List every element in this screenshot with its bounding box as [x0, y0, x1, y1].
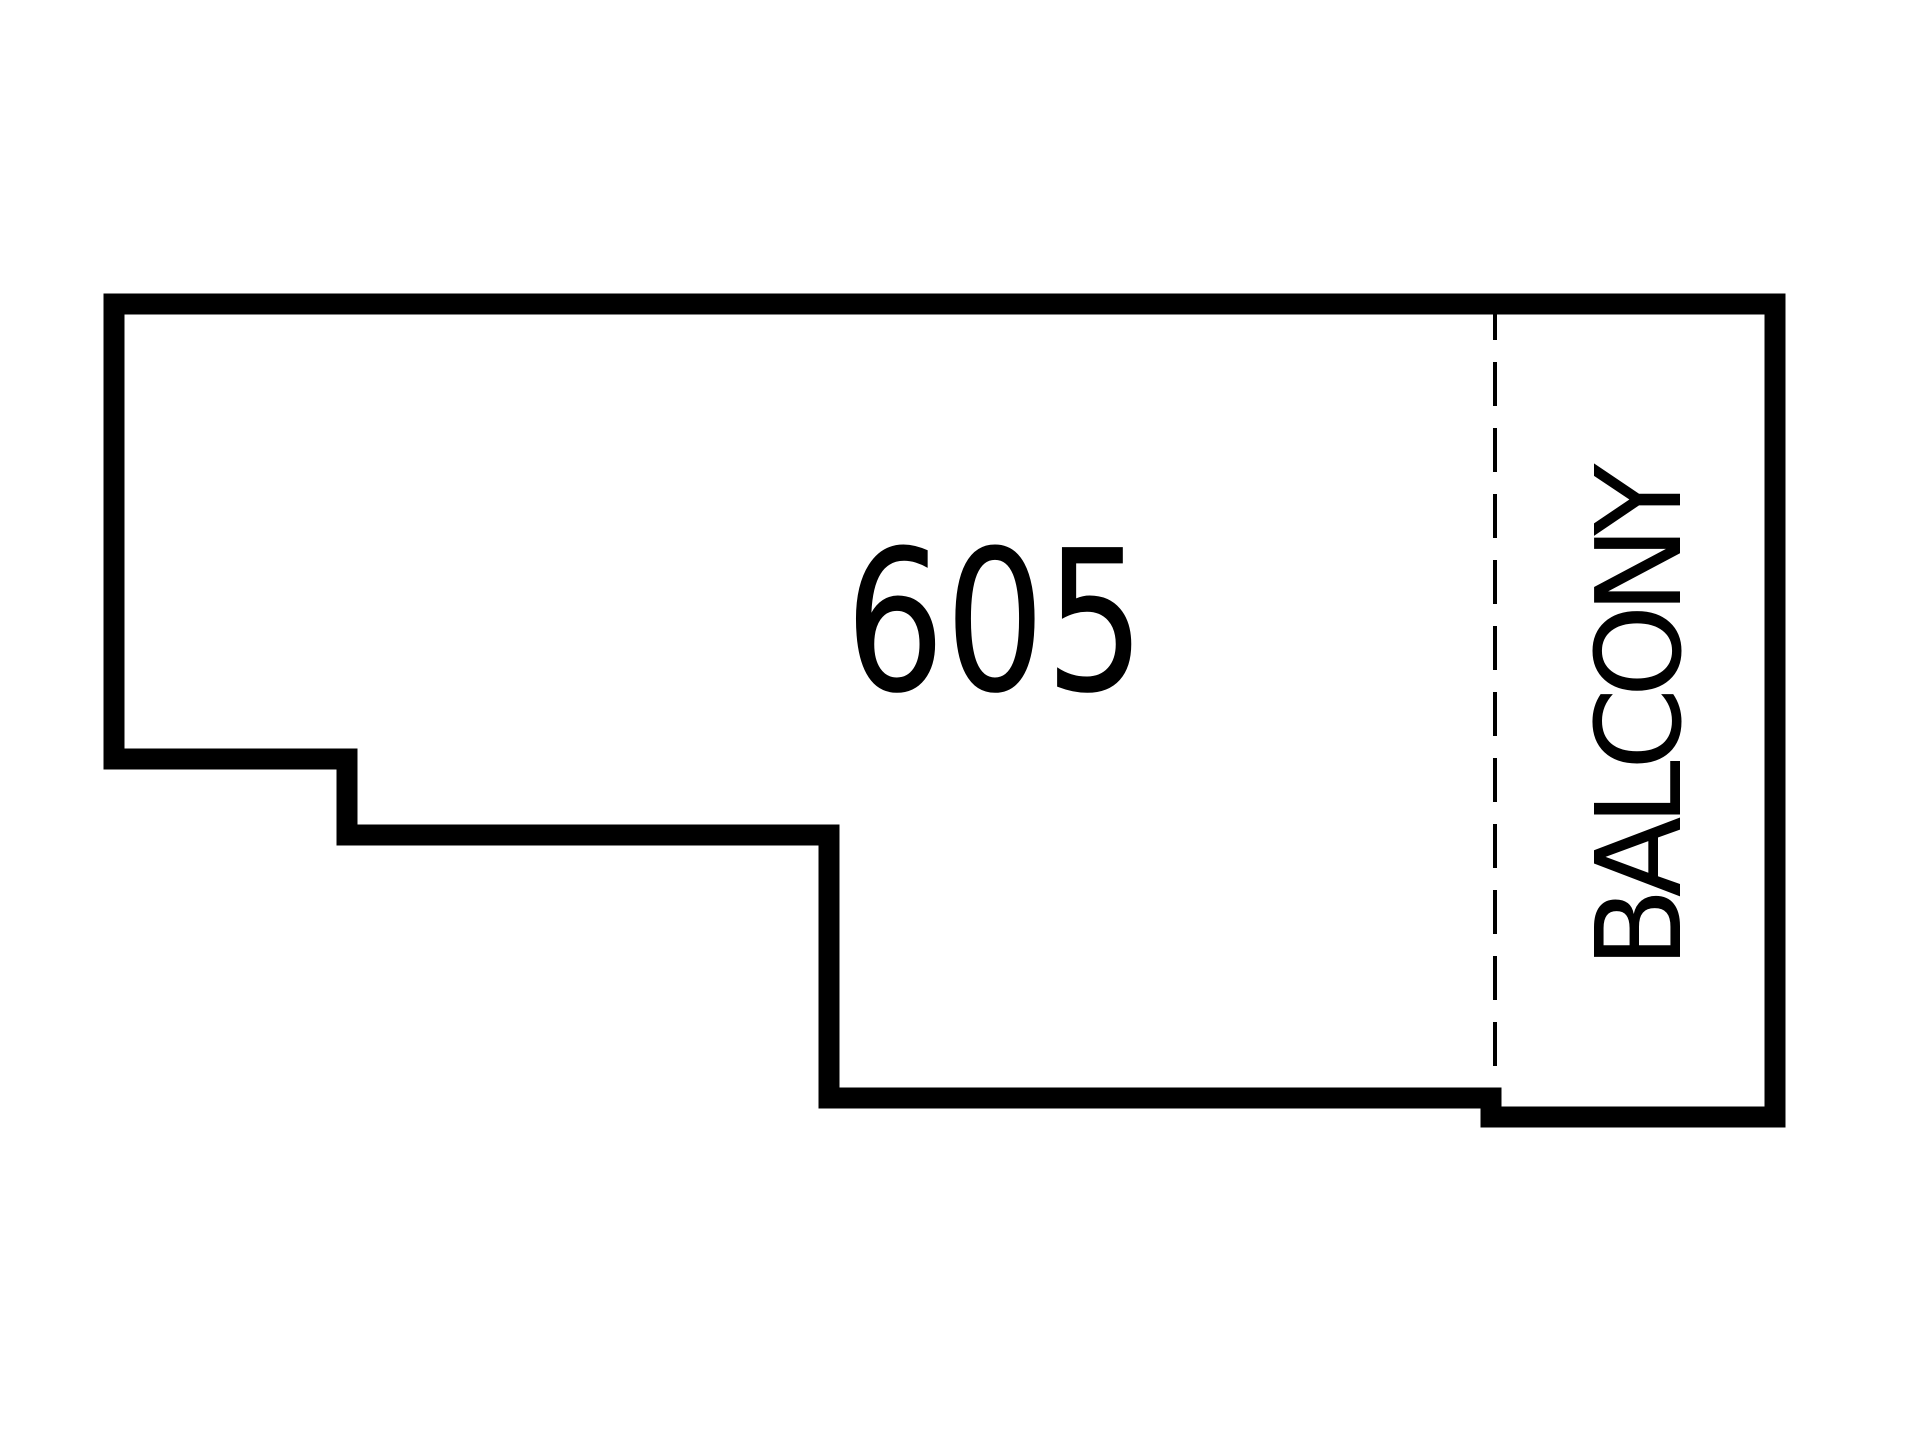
balcony-label: BALCONY [1570, 463, 1708, 969]
unit-number-label: 605 [845, 509, 1145, 737]
unit-outline-wall [103, 293, 1786, 1128]
